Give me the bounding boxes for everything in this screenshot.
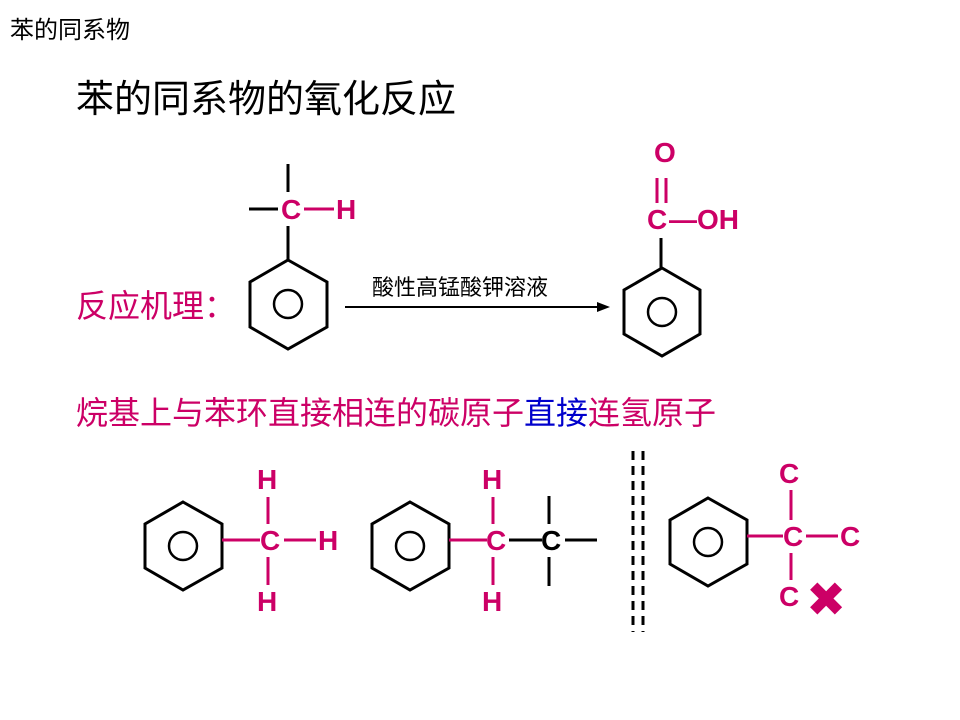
reactant-toluene: C H [248,164,356,351]
ex2-bottom-atom: H [482,586,502,617]
benzene-inner-circle-ex3 [692,526,724,558]
ex1-top-atom: H [257,464,277,495]
header-label: 苯的同系物 [10,16,130,44]
rule-statement: 烷基上与苯环直接相连的碳原子直接连氢原子 [76,388,716,434]
benzene-inner-circle-ex1 [167,530,199,562]
product-oxygen: O [654,137,676,168]
ex3-bottom-atom: C [779,581,799,612]
cross-mark-icon: ✖ [806,572,846,628]
benzene-ring-ex2 [370,500,451,592]
reagent-label: 酸性高锰酸钾溶液 [372,276,549,301]
benzene-ring-reactant [248,258,329,351]
reaction-arrow [345,302,610,312]
benzene-ring-ex3 [668,496,749,588]
ex3-right-atom: C [840,521,860,552]
ex1-center-atom: C [260,525,280,556]
product-benzoic-acid: O C —OH [622,137,739,358]
ex2-center-atom: C [486,525,506,556]
reactant-carbon: C [281,194,301,225]
benzene-ring-ex1 [143,500,224,592]
ex2-top-atom: H [482,464,502,495]
benzene-inner-circle-reactant [272,288,304,320]
rule-part-1: 烷基上与苯环直接相连的碳原子 [76,394,525,432]
arrow-head [597,302,610,312]
benzene-ring-product [622,266,702,358]
ex1-bottom-atom: H [257,586,277,617]
ex3-center-atom: C [783,521,803,552]
ex3-top-atom: C [779,458,799,489]
benzene-inner-circle-product [646,296,678,328]
example-1-methyl: H C H H [143,464,338,617]
mechanism-label: 反应机理： [76,287,237,325]
ex2-next-carbon: C [541,525,561,556]
slide-title: 苯的同系物的氧化反应 [76,77,457,121]
ex1-right-atom: H [318,525,338,556]
example-2-alkyl: H C H C [370,464,597,617]
dashed-separator [631,451,645,632]
product-carbon: C [647,204,667,235]
rule-part-2-highlight: 直接 [524,394,589,432]
example-3-tertiary: C C C C ✖ [668,458,860,628]
product-hydroxyl: —OH [669,204,739,235]
reactant-hydrogen: H [336,194,356,225]
rule-part-3: 连氢原子 [588,394,717,432]
benzene-inner-circle-ex2 [394,530,426,562]
